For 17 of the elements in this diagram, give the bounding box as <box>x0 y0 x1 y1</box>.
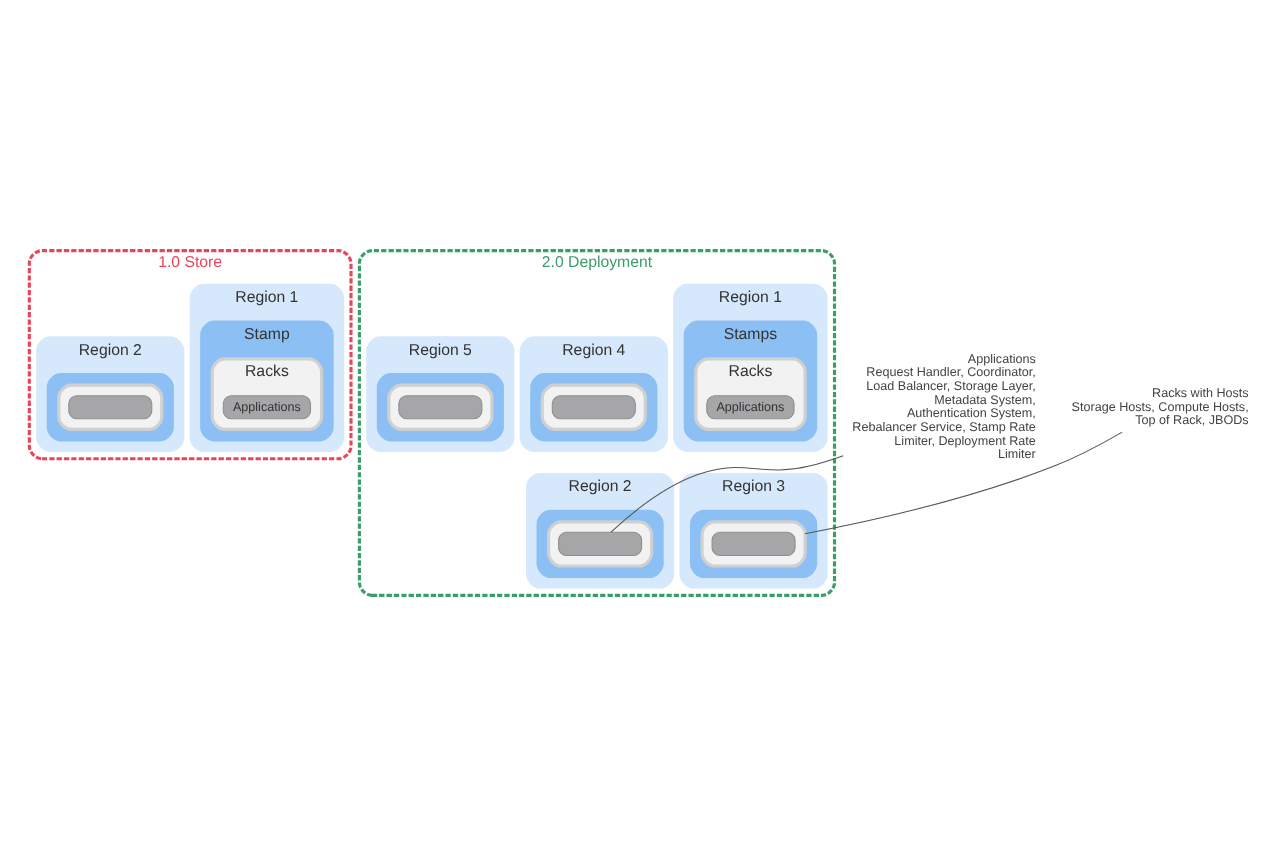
cluster <box>540 382 647 430</box>
node-box <box>398 394 483 419</box>
connector <box>804 430 1123 534</box>
cluster <box>530 372 658 441</box>
cluster <box>536 508 664 578</box>
cluster <box>46 372 174 441</box>
node-box <box>551 394 636 419</box>
cluster <box>387 382 494 430</box>
cluster <box>690 508 818 578</box>
cluster <box>700 519 807 567</box>
node-box <box>711 530 796 555</box>
cluster <box>376 372 504 441</box>
connector <box>610 454 844 532</box>
cluster <box>57 382 164 430</box>
node-box <box>558 530 643 555</box>
cluster <box>547 519 654 567</box>
node-box <box>68 394 153 419</box>
